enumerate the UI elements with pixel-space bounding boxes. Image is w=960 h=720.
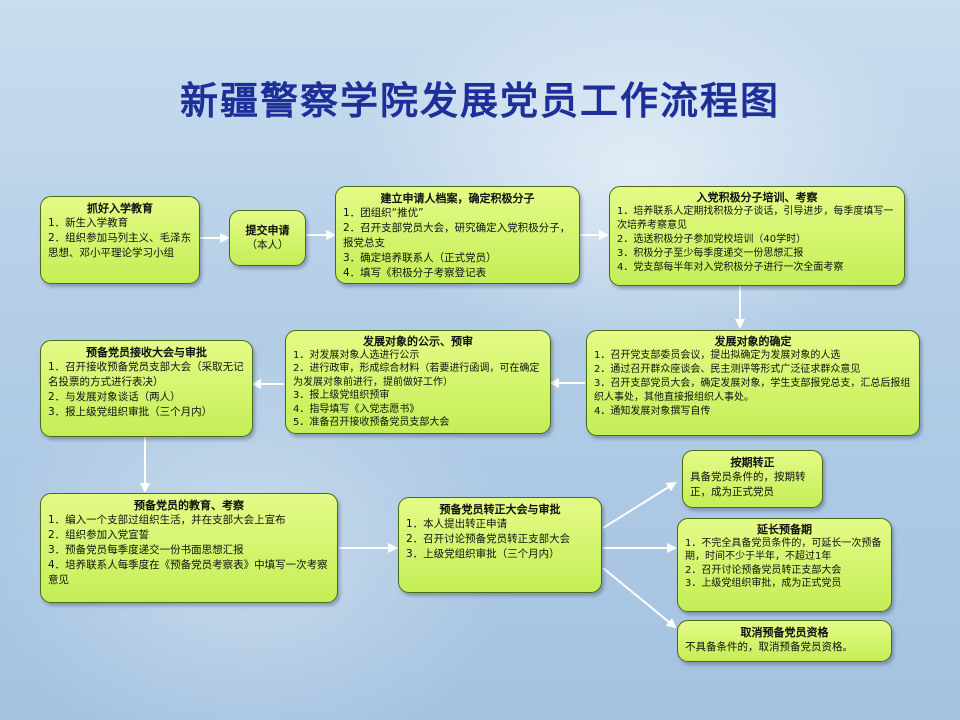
box-line: 2．进行政审，形成综合材料（若要进行函调，可在确定为发展对象前进行，提前做好工作… <box>293 363 540 388</box>
box-line: 1．团组织“推优” <box>343 207 424 219</box>
box-line: 3．预备党员每季度递交一份书面思想汇报 <box>48 544 244 556</box>
box-line: 3．确定培养联系人（正式党员） <box>343 252 497 264</box>
box-line: 1．召开党支部委员会议，提出拟确定为发展对象的人选 <box>594 350 841 361</box>
box-cancel-qualification: 取消预备党员资格 不具备条件的，取消预备党员资格。 <box>677 620 892 662</box>
box-activist-training: 入党积极分子培训、考察 1．培养联系人定期找积极分子谈话，引导进步，每季度填写一… <box>609 186 905 286</box>
box-title: 延长预备期 <box>757 523 812 536</box>
box-title: 抓好入学教育 <box>87 202 153 215</box>
box-title: 发展对象的确定 <box>714 335 792 348</box>
box-publicity-pretrial: 发展对象的公示、预审 1．对发展对象人选进行公示 2．进行政审，形成综合材料（若… <box>285 330 551 434</box>
box-title: 预备党员转正大会与审批 <box>439 503 561 516</box>
box-entrance-education: 抓好入学教育 1．新生入学教育 2．组织参加马列主义、毛泽东思想、邓小平理论学习… <box>40 196 200 284</box>
box-line: 2．召开支部党员大会，研究确定入党积极分子，报党总支 <box>343 222 571 249</box>
box-line: 4．填写《积极分子考察登记表 <box>343 267 487 279</box>
box-line: （本人） <box>246 239 289 251</box>
box-line: 具备党员条件的，按期转正，成为正式党员 <box>690 471 806 498</box>
box-line: 4．党支部每半年对入党积极分子进行一次全面考察 <box>617 262 844 273</box>
arrow-formal-to-ontime <box>602 481 677 529</box>
box-line: 3．上级党组织审批（三个月内） <box>406 548 560 560</box>
box-line: 3．召开支部党员大会，确定发展对象，学生支部报党总支，汇总后报组织人事处，其他直… <box>594 378 911 403</box>
box-line: 4．通知发展对象撰写自传 <box>594 406 711 417</box>
box-title: 按期转正 <box>730 456 775 469</box>
page-title: 新疆警察学院发展党员工作流程图 <box>179 78 780 123</box>
box-line: 1．本人提出转正申请 <box>406 518 508 530</box>
box-line: 2．选送积极分子参加党校培训（40学时） <box>617 234 807 245</box>
box-submit-application: 提交申请 （本人） <box>229 210 306 266</box>
box-line: 3．报上级党组织审批（三个月内） <box>48 406 213 418</box>
box-line: 1．对发展对象人选进行公示 <box>293 349 420 361</box>
box-line: 3．报上级党组织预审 <box>293 390 390 401</box>
box-title: 建立申请人档案，确定积极分子 <box>380 192 535 205</box>
box-title: 入党积极分子培训、考察 <box>696 191 818 204</box>
box-line: 2．通过召开群众座谈会、民主测评等形式广泛征求群众意见 <box>594 364 861 375</box>
box-title: 预备党员的教育、考察 <box>134 499 244 512</box>
box-probationary-acceptance: 预备党员接收大会与审批 1．召开接收预备党员支部大会（采取无记名投票的方式进行表… <box>40 340 253 437</box>
box-full-membership-meeting: 预备党员转正大会与审批 1．本人提出转正申请 2．召开讨论预备党员转正支部大会 … <box>398 497 602 593</box>
arrow-formal-to-cancel <box>602 567 677 629</box>
box-title: 取消预备党员资格 <box>740 626 829 639</box>
box-title: 预备党员接收大会与审批 <box>86 346 207 359</box>
box-line: 2．与发展对象谈话（两人） <box>48 391 181 403</box>
box-line: 1．召开接收预备党员支部大会（采取无记名投票的方式进行表决） <box>48 361 244 388</box>
box-line: 3．积极分子至少每季度递交一份思想汇报 <box>617 248 804 259</box>
box-line: 不具备条件的，取消预备党员资格。 <box>685 641 853 653</box>
box-line: 2．组织参加入党宣誓 <box>48 529 150 541</box>
box-line: 5．准备召开接收预备党员支部大会 <box>293 417 450 428</box>
box-extend-probation: 延长预备期 1．不完全具备党员条件的，可延长一次预备期，时间不少于半年，不超过1… <box>677 518 892 612</box>
box-line: 3．上级党组织审批，成为正式党员 <box>685 578 842 589</box>
box-probationary-education: 预备党员的教育、考察 1．编入一个支部过组织生活，并在支部大会上宣布 2．组织参… <box>40 493 338 603</box>
box-line: 2．召开讨论预备党员转正支部大会 <box>685 564 842 576</box>
box-line: 4．指导填写《入党志愿书》 <box>293 403 420 415</box>
box-line: 1．培养联系人定期找积极分子谈话，引导进步，每季度填写一次培养考察意见 <box>617 206 894 231</box>
box-development-target: 发展对象的确定 1．召开党支部委员会议，提出拟确定为发展对象的人选 2．通过召开… <box>586 330 920 436</box>
box-title: 发展对象的公示、预审 <box>363 335 473 348</box>
box-line: 2．组织参加马列主义、毛泽东思想、邓小平理论学习小组 <box>48 232 192 259</box>
box-line: 1．编入一个支部过组织生活，并在支部大会上宣布 <box>48 514 286 526</box>
box-title: 提交申请 <box>245 224 290 237</box>
box-applicant-archive: 建立申请人档案，确定积极分子 1．团组织“推优” 2．召开支部党员大会，研究确定… <box>335 186 580 284</box>
box-ontime-confirmation: 按期转正 具备党员条件的，按期转正，成为正式党员 <box>682 450 823 508</box>
box-line: 1．不完全具备党员条件的，可延长一次预备期，时间不少于半年，不超过1年 <box>685 537 882 563</box>
box-line: 4．培养联系人每季度在《预备党员考察表》中填写一次考察意见 <box>48 559 328 586</box>
box-line: 1．新生入学教育 <box>48 217 129 229</box>
box-line: 2．召开讨论预备党员转正支部大会 <box>406 533 571 545</box>
